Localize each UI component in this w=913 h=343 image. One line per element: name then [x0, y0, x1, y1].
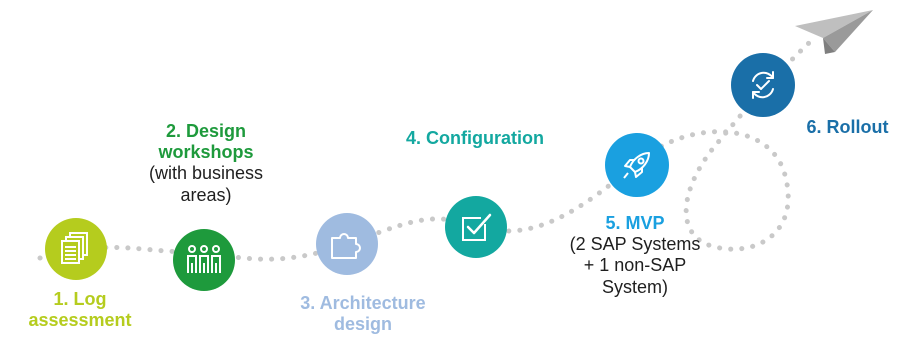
step-2-label: 2. Design workshops (with business areas…	[126, 121, 286, 206]
step-2-title: 2. Design workshops	[158, 121, 254, 163]
step-5-label: 5. MVP (2 SAP Systems + 1 non-SAP System…	[565, 213, 705, 298]
step-4-node	[445, 196, 507, 258]
people-group-icon	[187, 245, 221, 273]
rocket-icon	[623, 152, 650, 179]
step-2-node	[173, 229, 235, 291]
step-1-label: 1. Log assessment	[10, 289, 150, 331]
puzzle-piece-icon	[331, 233, 361, 259]
step-3-node	[316, 213, 378, 275]
step-5-description: (2 SAP Systems + 1 non-SAP System)	[569, 234, 701, 297]
step-4-label: 4. Configuration	[400, 128, 550, 149]
step-3-label: 3. Architecture design	[273, 293, 453, 335]
step-3-title: 3. Architecture design	[300, 293, 426, 335]
refresh-check-icon	[752, 71, 774, 99]
checkbox-icon	[462, 213, 492, 241]
step-4-title: 4. Configuration	[406, 128, 544, 148]
paper-plane-icon	[795, 10, 873, 54]
step-6-label: 6. Rollout	[790, 117, 905, 138]
step-2-description: (with business areas)	[148, 163, 264, 205]
step-6-node	[731, 53, 795, 117]
step-6-title: 6. Rollout	[806, 117, 889, 137]
step-1-node	[45, 218, 107, 280]
step-1-title: 1. Log assessment	[28, 289, 132, 331]
step-5-title: 5. MVP	[605, 213, 665, 233]
step-5-node	[605, 133, 669, 197]
documents-icon	[61, 232, 88, 264]
